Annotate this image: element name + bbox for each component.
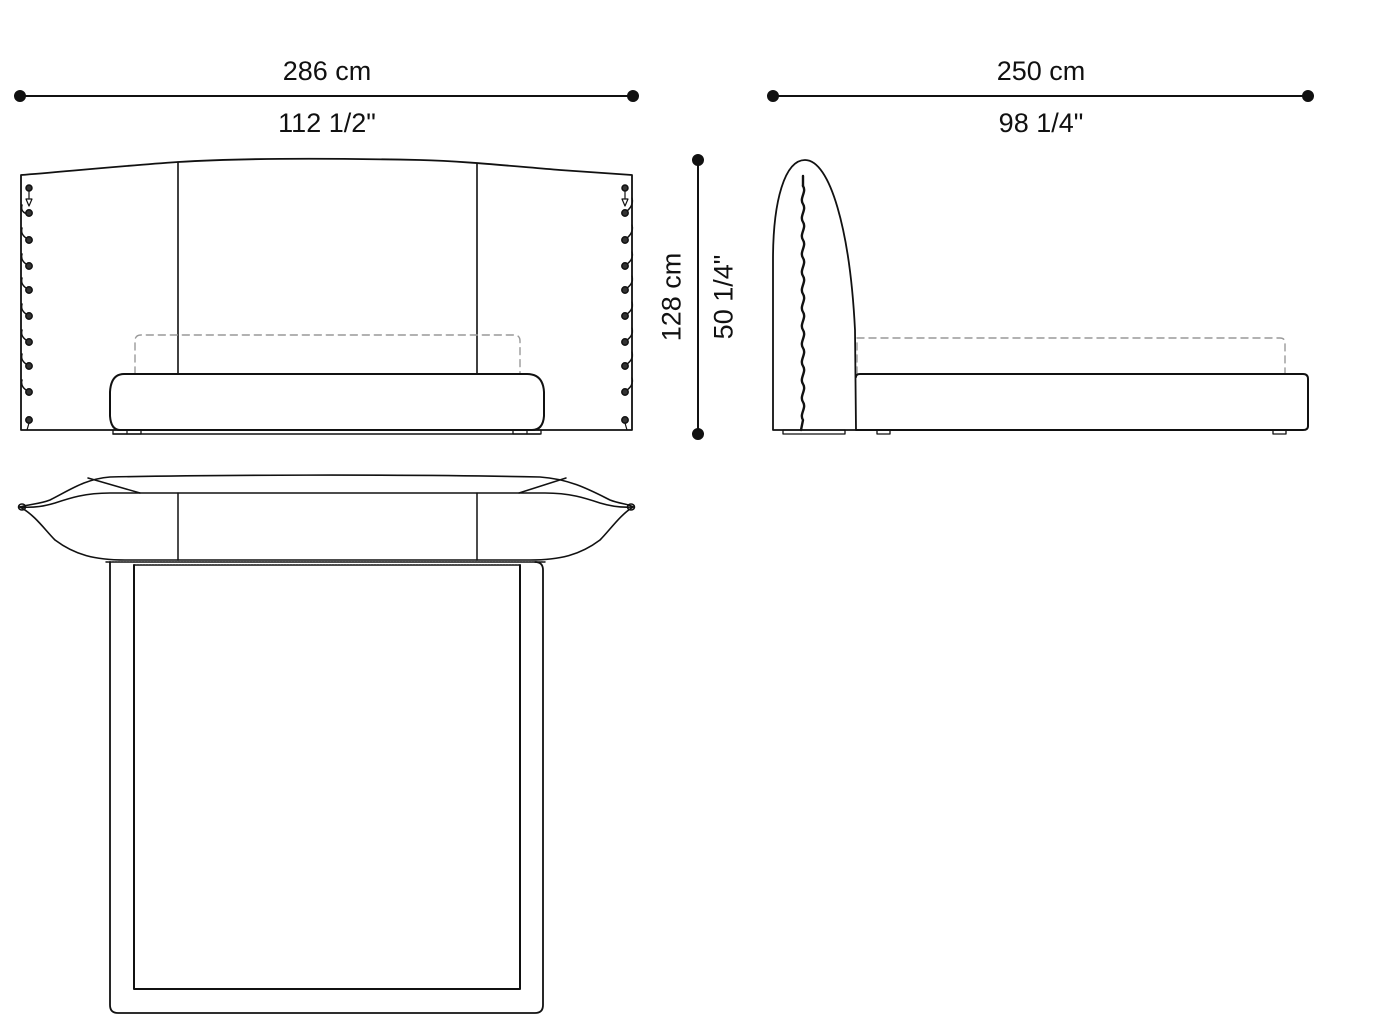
side-view-mattress-outline: [856, 337, 1286, 375]
front-width-imperial-label: 112 1/2": [278, 108, 376, 138]
side-length-metric-label: 250 cm: [996, 56, 1086, 86]
side-length-dimension-line: [767, 90, 1314, 102]
top-view-bed-frame: [105, 561, 546, 1014]
front-view-right-lacing: [621, 184, 634, 431]
height-metric-label: 128 cm: [656, 252, 687, 342]
side-length-imperial-label: 98 1/4": [998, 108, 1084, 138]
front-width-dimension-line: [14, 90, 639, 102]
top-view-headboard: [17, 474, 636, 561]
height-imperial-label: 50 1/4": [708, 254, 739, 340]
side-view-headboard: [772, 159, 857, 435]
height-dimension-line: [692, 154, 704, 440]
side-view-lacing: [799, 174, 806, 432]
front-view-mattress-outline: [134, 334, 521, 375]
front-view-headboard: [20, 157, 633, 431]
front-width-metric-label: 286 cm: [282, 56, 372, 86]
front-view-bed-base: [109, 373, 545, 435]
front-view-left-lacing: [20, 184, 33, 431]
side-view-bed-base: [855, 373, 1309, 435]
